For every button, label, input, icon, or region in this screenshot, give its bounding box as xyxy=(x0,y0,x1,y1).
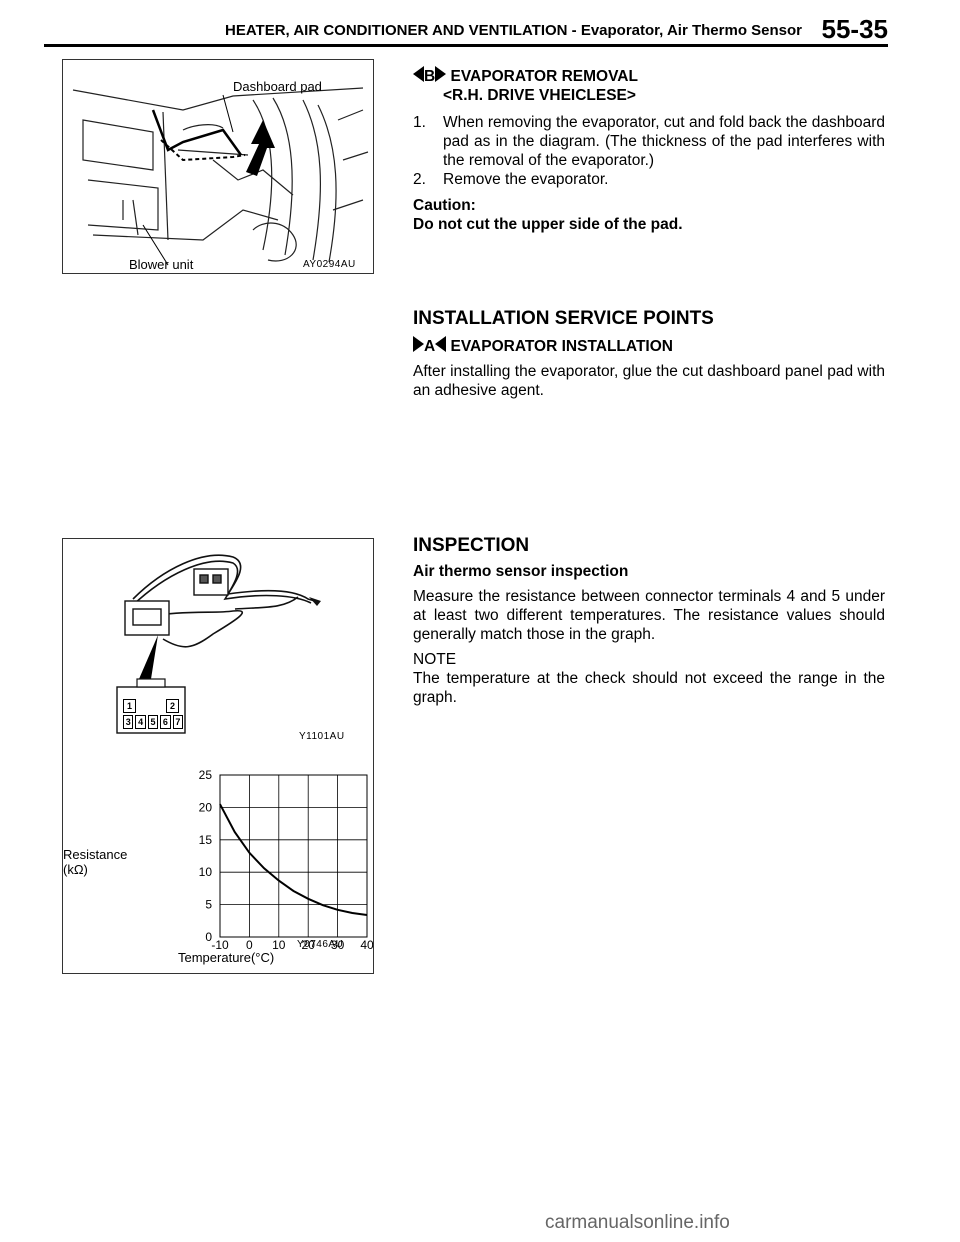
chart-y-tick-label: 15 xyxy=(199,833,213,847)
sensor-illustration xyxy=(116,554,321,734)
label-blower-unit: Blower unit xyxy=(129,257,194,272)
chart-y-tick-label: 5 xyxy=(205,898,212,912)
chart-ylabel-line-2: (kΩ) xyxy=(63,862,88,877)
triangle-left-icon xyxy=(413,66,424,82)
pin-7: 7 xyxy=(172,715,184,729)
removal-step-1: 1. When removing the evaporator, cut and … xyxy=(413,113,885,170)
removal-marker: B xyxy=(424,68,436,85)
figure-code-graph: Y0746AU xyxy=(297,939,344,950)
chart-y-tick-label: 25 xyxy=(199,768,213,782)
inspection-section-title: INSPECTION xyxy=(413,535,530,556)
removal-title: EVAPORATOR REMOVAL xyxy=(450,68,638,85)
section-inspection: INSPECTION Air thermo sensor inspection … xyxy=(413,536,885,707)
figure-evaporator-removal: Dashboard pad Blower unit AY0294AU xyxy=(62,59,374,274)
step-number: 1. xyxy=(413,114,426,131)
chart-xlabel: Temperature(°C) xyxy=(178,950,275,965)
section-evaporator-removal: B EVAPORATOR REMOVAL <R.H. DRIVE VHEICLE… xyxy=(413,66,885,234)
label-dashboard-pad: Dashboard pad xyxy=(233,79,322,94)
step-text: When removing the evaporator, cut and fo… xyxy=(443,114,885,169)
installation-text: After installing the evaporator, glue th… xyxy=(413,363,885,399)
step-text: Remove the evaporator. xyxy=(443,171,609,188)
chart-x-tick-label: 0 xyxy=(246,938,253,952)
pin-2: 2 xyxy=(166,699,179,713)
chart-x-tick-label: 40 xyxy=(360,938,373,952)
page-header: HEATER, AIR CONDITIONER AND VENTILATION … xyxy=(150,14,888,46)
chart-x-tick-label: 20 xyxy=(302,938,316,952)
installation-heading: A EVAPORATOR INSTALLATION xyxy=(413,336,885,356)
note-label: NOTE xyxy=(413,651,457,668)
removal-illustration xyxy=(72,87,369,266)
inspection-text: Measure the resistance between connector… xyxy=(413,588,885,643)
caution-text: Do not cut the upper side of the pad. xyxy=(413,216,683,233)
section-installation: INSTALLATION SERVICE POINTS A EVAPORATOR… xyxy=(413,309,885,400)
chart-x-tick-label: 30 xyxy=(331,938,345,952)
removal-heading: B EVAPORATOR REMOVAL xyxy=(413,66,885,86)
installation-section-title: INSTALLATION SERVICE POINTS xyxy=(413,308,714,329)
step-number: 2. xyxy=(413,171,426,188)
chart-ylabel: Resistance (kΩ) xyxy=(63,847,127,877)
pin-5: 5 xyxy=(147,715,159,729)
removal-subtitle: <R.H. DRIVE VHEICLESE> xyxy=(443,87,636,104)
inspection-subtitle: Air thermo sensor inspection xyxy=(413,563,629,580)
pin-1: 1 xyxy=(123,699,136,713)
installation-marker: A xyxy=(424,338,436,355)
figure-code-sensor: Y1101AU xyxy=(299,731,345,742)
caution-label: Caution: xyxy=(413,197,476,214)
chart-y-tick-label: 0 xyxy=(205,930,212,944)
triangle-right-icon xyxy=(413,336,424,352)
removal-step-2: 2. Remove the evaporator. xyxy=(413,170,885,189)
installation-title: EVAPORATOR INSTALLATION xyxy=(450,338,673,355)
note-text: The temperature at the check should not … xyxy=(413,670,885,706)
triangle-left-icon xyxy=(435,336,447,352)
removal-steps: 1. When removing the evaporator, cut and … xyxy=(413,113,885,189)
header-title: HEATER, AIR CONDITIONER AND VENTILATION … xyxy=(225,22,802,39)
figure-code: AY0294AU xyxy=(303,259,356,270)
pin-4: 4 xyxy=(135,715,146,729)
connector-pinout: 1 2 3 4 5 6 7 xyxy=(123,699,184,729)
chart-y-tick-label: 10 xyxy=(199,865,213,879)
chart-frame xyxy=(219,774,368,938)
chart-ylabel-line-1: Resistance xyxy=(63,847,128,862)
chart-y-tick-label: 20 xyxy=(199,800,213,814)
pin-6: 6 xyxy=(160,715,171,729)
chart-x-tick-label: -10 xyxy=(211,938,229,952)
pin-3: 3 xyxy=(123,715,134,729)
page-number: 55-35 xyxy=(821,14,889,44)
triangle-right-icon xyxy=(435,66,447,82)
chart-series-line xyxy=(219,803,368,916)
chart-x-tick-label: 10 xyxy=(272,938,286,952)
watermark: carmanualsonline.info xyxy=(545,1212,730,1233)
header-rule xyxy=(44,44,888,47)
